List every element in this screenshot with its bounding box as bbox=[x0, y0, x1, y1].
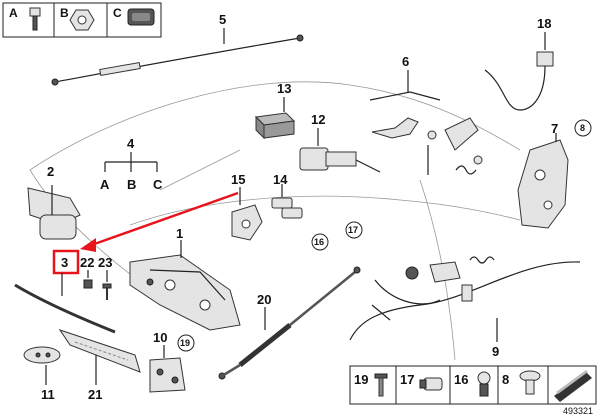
release-lever-assembly bbox=[369, 70, 483, 175]
legend-letter-a: A bbox=[9, 6, 18, 20]
seal-strip-part-21 bbox=[58, 329, 141, 373]
grommet-icon bbox=[127, 8, 155, 26]
highlight-arrow bbox=[52, 191, 239, 275]
subpart-b: B bbox=[127, 177, 136, 192]
hood-latch-mechanism bbox=[129, 254, 241, 331]
diagram-id: 493321 bbox=[563, 406, 593, 416]
hood-hinge bbox=[27, 185, 81, 240]
rubber-buffer-icon bbox=[519, 370, 541, 395]
pads-part-14 bbox=[271, 197, 303, 219]
legend-letter-c: C bbox=[113, 6, 122, 20]
callout-22: 22 bbox=[80, 255, 94, 270]
callout-3: 3 bbox=[61, 255, 68, 270]
legend-num-19: 19 bbox=[354, 372, 368, 387]
stud-part-22 bbox=[83, 270, 93, 289]
circled-19: 19 bbox=[180, 338, 190, 348]
lock-bracket-part-10 bbox=[149, 357, 186, 393]
gas-strut bbox=[218, 266, 361, 380]
callout-11: 11 bbox=[41, 387, 55, 402]
legend-num-17: 17 bbox=[400, 372, 414, 387]
screw-part-23 bbox=[102, 270, 112, 300]
ball-stud-icon bbox=[477, 371, 491, 397]
release-cable-assembly bbox=[349, 256, 581, 341]
bottom-fastener-legend: 19 17 16 8 bbox=[349, 365, 597, 405]
callout-14: 14 bbox=[273, 172, 288, 187]
circled-16: 16 bbox=[314, 237, 324, 247]
legend-num-8: 8 bbox=[502, 372, 509, 387]
callout-12: 12 bbox=[311, 112, 325, 127]
callout-21: 21 bbox=[88, 387, 102, 402]
latch-actuator bbox=[299, 147, 381, 173]
callout-20: 20 bbox=[257, 292, 271, 307]
seal-strip-icon bbox=[554, 370, 592, 402]
callout-1: 1 bbox=[176, 226, 183, 241]
clip-icon bbox=[419, 377, 443, 391]
callout-23: 23 bbox=[98, 255, 112, 270]
callout-6: 6 bbox=[402, 54, 409, 69]
highlight-box bbox=[52, 249, 80, 275]
stud-screw-icon bbox=[29, 7, 41, 31]
bracket-part-15 bbox=[231, 204, 263, 241]
callout-9: 9 bbox=[492, 344, 499, 359]
support-rod bbox=[14, 273, 116, 334]
legend-letter-b: B bbox=[60, 6, 69, 20]
hood-lock bbox=[517, 139, 569, 229]
hood-release-cable bbox=[51, 34, 304, 86]
emblem-part-11 bbox=[23, 346, 61, 364]
callout-15: 15 bbox=[231, 172, 245, 187]
callout-4: 4 bbox=[127, 136, 135, 151]
circled-17: 17 bbox=[348, 225, 358, 235]
subpart-c: C bbox=[153, 177, 163, 192]
legend-num-16: 16 bbox=[454, 372, 468, 387]
callout-2: 2 bbox=[47, 164, 54, 179]
circled-8: 8 bbox=[580, 123, 585, 133]
callout-7: 7 bbox=[551, 121, 558, 136]
callout-18: 18 bbox=[537, 16, 551, 31]
hex-nut-icon bbox=[69, 9, 95, 31]
subpart-a: A bbox=[100, 177, 110, 192]
hood-contact-switch bbox=[484, 51, 554, 111]
part-4-tree bbox=[104, 152, 158, 172]
callout-5: 5 bbox=[219, 12, 226, 27]
buffer-block bbox=[254, 112, 296, 140]
screw-icon bbox=[374, 373, 388, 397]
fastener-legend: A B C bbox=[2, 2, 162, 38]
callout-13: 13 bbox=[277, 81, 291, 96]
callout-10: 10 bbox=[153, 330, 167, 345]
